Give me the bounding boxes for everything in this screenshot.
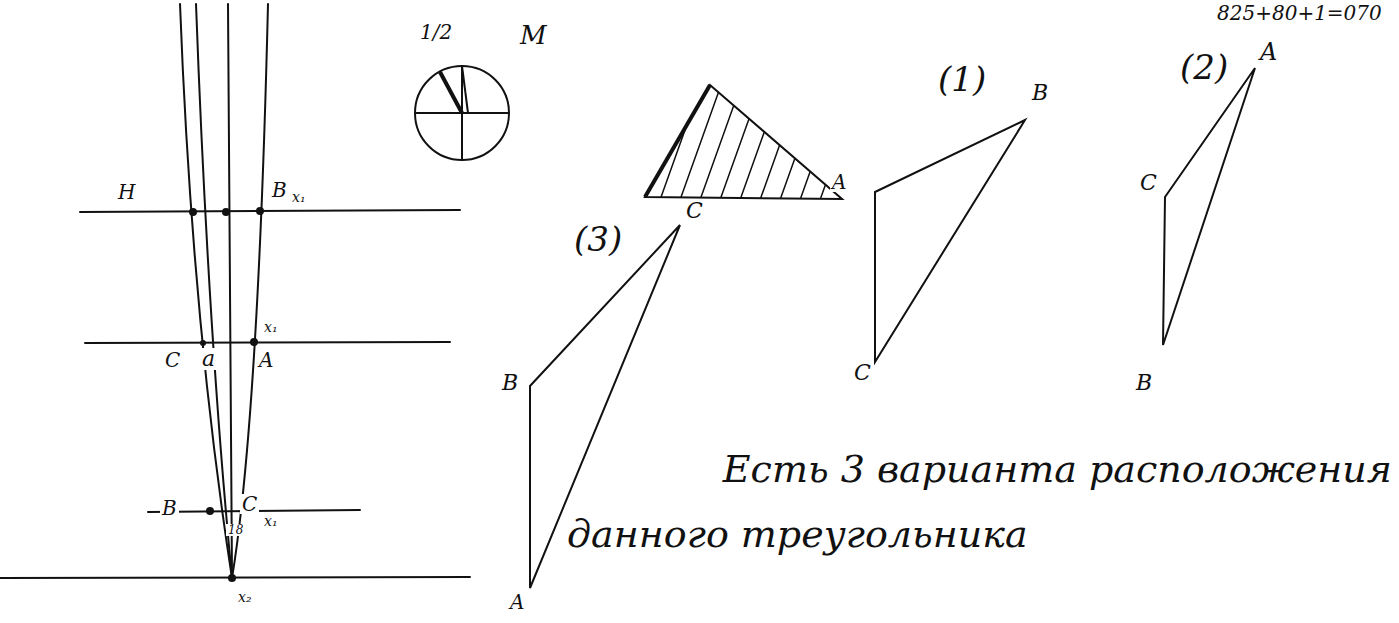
sketch-label: B [1030,82,1050,104]
sketch-label: 825+80+1=070 [1215,3,1384,23]
sketch-label: B [500,372,520,394]
sketch-label: A [1258,40,1279,64]
sketch-label: B [160,498,179,518]
sketch-label: 1/2 [418,22,454,42]
parabola-curve [180,4,232,578]
sketch-label: Есть 3 варианта расположения [721,450,1394,488]
sketch-label: (2) [1178,50,1230,84]
level-line [80,210,460,212]
sketch-label: данного треугольника [565,515,1030,553]
sketch-label: x₁ [262,514,280,528]
sketch-label: x₁ [262,320,280,334]
sketch-label: A [508,592,526,612]
sketch-label: a [200,348,217,370]
sketch-label: A [830,172,848,192]
sketch-label: C [852,362,873,384]
level-line [85,342,450,343]
parabola-figure [0,4,470,582]
shaded-triangle [640,60,870,200]
triangle-variant [530,68,1255,588]
sketch-label: B [270,180,289,200]
sketch-label: C [684,200,705,222]
sketch-label: C [240,494,259,514]
sketch-label: x₁ [290,190,308,204]
sketch-label: H [116,182,137,202]
sketch-label: B [1134,372,1154,394]
sketch-label: A [257,350,275,370]
circle-sketch [415,66,509,160]
sketch-label: 18 [226,524,245,536]
parabola-curve [196,4,232,578]
parabola-curve [232,4,268,578]
sketch-label: C [1138,172,1159,194]
sketch-label: x₂ [236,590,254,604]
axis-curve [228,4,232,578]
sketch-label: (3) [572,222,624,256]
sketch-label: (1) [936,62,988,96]
sketch-label: C [163,350,182,370]
sketch-label: M [518,22,549,48]
